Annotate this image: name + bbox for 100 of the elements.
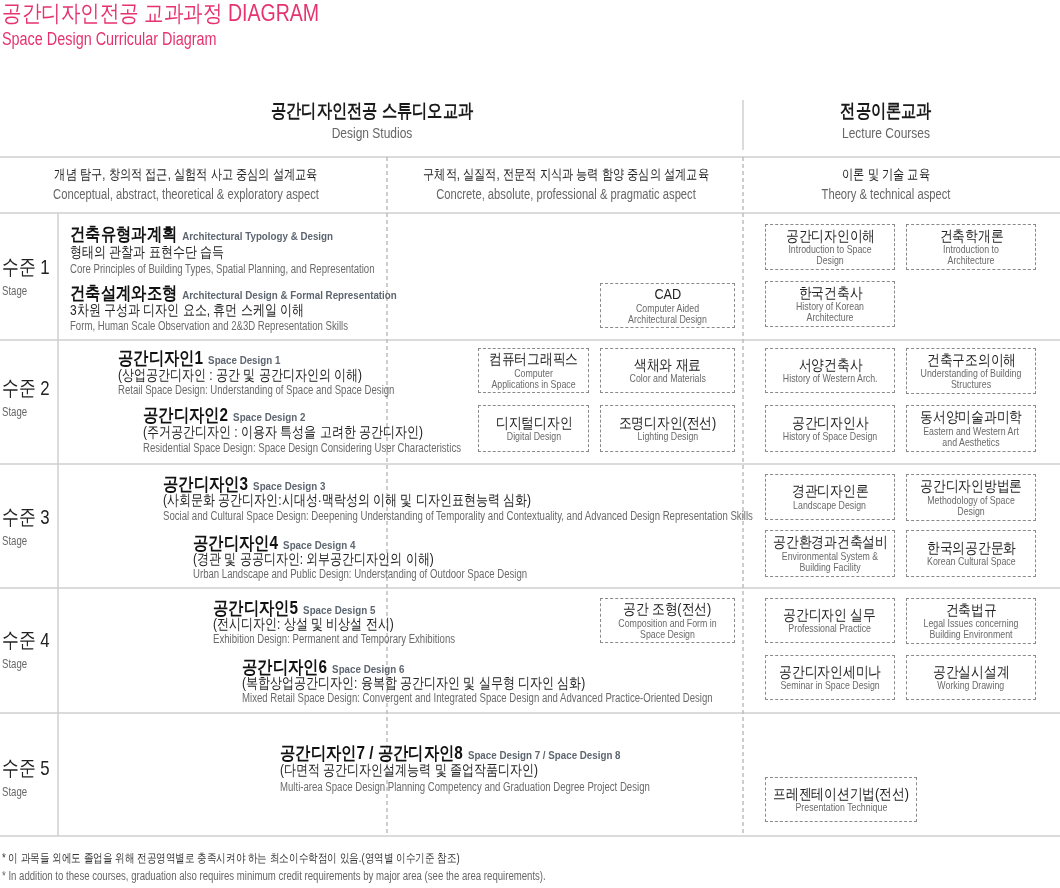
course-box bbox=[906, 348, 1036, 394]
course-title: 공간디자인4 bbox=[193, 532, 278, 553]
course-english-name: Presentation Technique bbox=[795, 802, 887, 814]
course-name: CAD bbox=[654, 286, 681, 303]
course-box bbox=[600, 405, 735, 452]
course-english-name: Methodology of Space Design bbox=[927, 494, 1015, 517]
course-english-name: Legal Issues concerning Building Environment bbox=[922, 618, 1020, 641]
course-name: 동서양미술과미학 bbox=[920, 409, 1022, 426]
course-english-description: Retail Space Design: Understanding of Space and Space Design bbox=[118, 384, 395, 398]
column-heading: 전공이론교과 bbox=[840, 100, 932, 122]
course-name: 디지털디자인 bbox=[495, 414, 572, 432]
course-english-description: Form, Human Scale Observation and 2&3D Representation Skills bbox=[70, 320, 348, 334]
course-name: 서양건축사 bbox=[798, 356, 862, 374]
course-box bbox=[765, 224, 895, 270]
course-english-title: Space Design 1 bbox=[208, 354, 281, 366]
footnote: * In addition to these courses, graduation also requires minimum credit requirements by major area (see the area requirements). bbox=[2, 870, 546, 884]
stage-sublabel: Stage bbox=[2, 658, 28, 672]
course-description: 3차원 구성과 디자인 요소, 휴먼 스케일 이해 bbox=[70, 301, 304, 319]
course-english-title: Space Design 4 bbox=[283, 539, 356, 551]
course-english-description: Mixed Retail Space Design: Convergent and Integrated Space Design and Advanced Practice-Oriented Design bbox=[242, 692, 713, 706]
stage-label: 수준 3 bbox=[2, 505, 50, 530]
course-name: 프레젠테이션기법(전선) bbox=[773, 785, 909, 803]
course-title: 공간디자인2 bbox=[143, 404, 228, 425]
course-description: (상업공간디자인 : 공간 및 공간디자인의 이해) bbox=[118, 366, 362, 384]
course-english-name: Color and Materials bbox=[629, 373, 706, 385]
course-english-description: Urban Landscape and Public Design: Understanding of Outdoor Space Design bbox=[193, 568, 528, 582]
course-english-name: Introduction to Architecture bbox=[943, 244, 999, 267]
course-english-name: Introduction to Space Design bbox=[788, 244, 872, 267]
course-english-title: Space Design 2 bbox=[233, 411, 306, 423]
course-name: 조명디자인(전선) bbox=[618, 414, 717, 432]
course-english-name: Understanding of Building Structures bbox=[919, 368, 1023, 391]
course-name: 공간 조형(전선) bbox=[623, 601, 712, 618]
course-english-name: Lighting Design bbox=[637, 431, 698, 443]
course-description: (복합상업공간디자인: 융복합 공간디자인 및 실무형 디자인 심화) bbox=[242, 674, 586, 692]
course-name: 공간실시설계 bbox=[932, 663, 1010, 681]
course-english-description: Exhibition Design: Permanent and Temporary Exhibitions bbox=[213, 633, 456, 647]
course-box bbox=[765, 281, 895, 327]
stage-label: 수준 5 bbox=[2, 756, 50, 781]
course-name: 공간디자인사 bbox=[791, 414, 869, 432]
course-english-name: Computer Aided Architectural Design bbox=[627, 302, 708, 325]
stage-sublabel: Stage bbox=[2, 786, 28, 800]
course-box bbox=[600, 283, 735, 328]
course-description: (사회문화 공간디자인:시대성·맥락성의 이해 및 디자인표현능력 심화) bbox=[163, 491, 531, 509]
course-english-name: Landscape Design bbox=[793, 499, 867, 511]
course-box bbox=[765, 777, 917, 822]
course-description: (주거공간디자인 : 이용자 특성을 고려한 공간디자인) bbox=[143, 423, 423, 441]
course-title: 건축설계와조형 bbox=[70, 282, 178, 304]
course-box bbox=[906, 474, 1036, 521]
course-title: 공간디자인5 bbox=[213, 597, 298, 618]
course-box bbox=[478, 348, 589, 393]
course-english-name: Working Drawing bbox=[937, 680, 1005, 692]
course-name: 공간환경과건축설비 bbox=[772, 534, 888, 551]
course-box bbox=[906, 405, 1036, 452]
title: 공간디자인전공 교과과정 DIAGRAM bbox=[2, 0, 320, 27]
course-english-name: History of Space Design bbox=[782, 431, 878, 443]
course-box bbox=[906, 224, 1036, 270]
course-name: 건축구조의이해 bbox=[926, 351, 1016, 369]
aspect-subheading: Conceptual, abstract, theoretical & exploratory aspect bbox=[53, 186, 319, 203]
aspect-heading: 이론 및 기술 교육 bbox=[842, 166, 930, 183]
stage-label: 수준 2 bbox=[2, 376, 50, 401]
course-english-name: Korean Cultural Space bbox=[926, 556, 1016, 568]
course-name: 건축학개론 bbox=[939, 227, 1003, 245]
stage-sublabel: Stage bbox=[2, 285, 28, 299]
course-name: 공간디자인이해 bbox=[785, 227, 875, 245]
course-box bbox=[600, 348, 735, 393]
course-box bbox=[765, 405, 895, 452]
course-description: 형태의 관찰과 표현수단 습득 bbox=[70, 243, 224, 261]
course-box bbox=[765, 530, 895, 577]
course-english-description: Multi-area Space Design Planning Competency and Graduation Degree Project Design bbox=[280, 781, 650, 795]
course-english-name: Digital Design bbox=[506, 431, 561, 443]
course-box bbox=[765, 655, 895, 700]
course-english-description: Core Principles of Building Types, Spatial Planning, and Representation bbox=[70, 263, 375, 277]
course-english-description: Social and Cultural Space Design: Deepening Understanding of Temporality and Contextuality, and Advanced Design Representation Skills bbox=[163, 510, 753, 524]
course-english-name: History of Korean Architecture bbox=[795, 301, 865, 324]
course-title: 공간디자인1 bbox=[118, 347, 203, 368]
course-title: 공간디자인3 bbox=[163, 473, 248, 494]
aspect-subheading: Concrete, absolute, professional & pragmatic aspect bbox=[436, 186, 696, 203]
column-subheading: Lecture Courses bbox=[841, 124, 930, 142]
course-name: 한국의공간문화 bbox=[926, 539, 1016, 557]
course-name: 한국건축사 bbox=[798, 284, 862, 302]
course-name: 공간디자인세미나 bbox=[779, 663, 881, 681]
course-name: 색채와 재료 bbox=[633, 356, 702, 374]
course-name: 경관디자인론 bbox=[791, 483, 869, 500]
course-name: 공간디자인 실무 bbox=[783, 606, 877, 624]
course-box bbox=[906, 655, 1036, 700]
course-english-title: Space Design 6 bbox=[332, 663, 405, 675]
column-heading: 공간디자인전공 스튜디오교과 bbox=[271, 100, 473, 122]
course-box bbox=[765, 598, 895, 643]
course-english-name: Eastern and Western Art and Aesthetics bbox=[923, 425, 1019, 448]
subtitle: Space Design Curricular Diagram bbox=[2, 29, 217, 50]
course-english-description: Residential Space Design: Space Design Considering User Characteristics bbox=[143, 442, 461, 456]
column-subheading: Design Studios bbox=[331, 124, 413, 142]
course-english-name: Professional Practice bbox=[788, 623, 872, 635]
course-english-title: Space Design 5 bbox=[303, 604, 376, 616]
course-box bbox=[600, 598, 735, 643]
aspect-subheading: Theory & technical aspect bbox=[821, 186, 951, 203]
course-english-name: History of Western Arch. bbox=[782, 373, 878, 385]
course-box bbox=[765, 348, 895, 393]
stage-label: 수준 1 bbox=[2, 255, 50, 280]
course-english-title: Space Design 7 / Space Design 8 bbox=[467, 749, 621, 761]
